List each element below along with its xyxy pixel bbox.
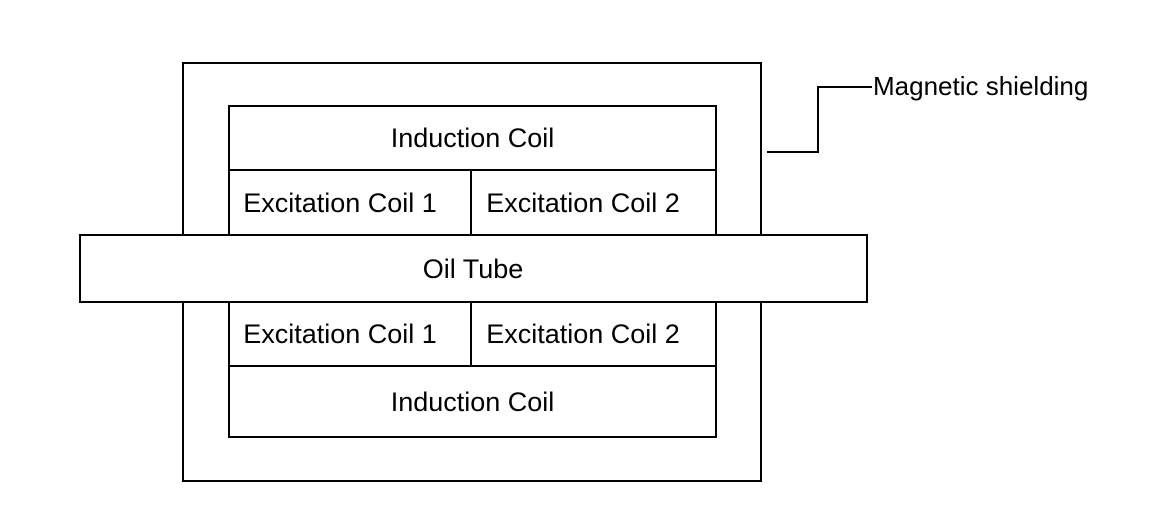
oil-tube-label: Oil Tube (423, 254, 524, 284)
lower-induction-coil-label: Induction Coil (391, 387, 555, 417)
lower-excitation-coil-1-label: Excitation Coil 1 (243, 319, 437, 349)
lower-excitation-coil-2-box (470, 301, 717, 367)
lower-excitation-coil-2-label: Excitation Coil 2 (486, 319, 680, 349)
magnetic-shielding-label: Magnetic shielding (873, 71, 1088, 101)
upper-excitation-coil-1-box (228, 169, 472, 237)
upper-induction-coil-label: Induction Coil (391, 123, 555, 153)
upper-excitation-coil-2-label: Excitation Coil 2 (486, 188, 680, 218)
upper-induction-coil-box (228, 105, 717, 171)
lower-induction-coil-box (228, 365, 717, 438)
shield-leader-line (767, 86, 872, 153)
upper-excitation-coil-1-label: Excitation Coil 1 (243, 188, 437, 218)
oil-tube-box (79, 234, 868, 303)
upper-excitation-coil-2-box (470, 169, 717, 237)
